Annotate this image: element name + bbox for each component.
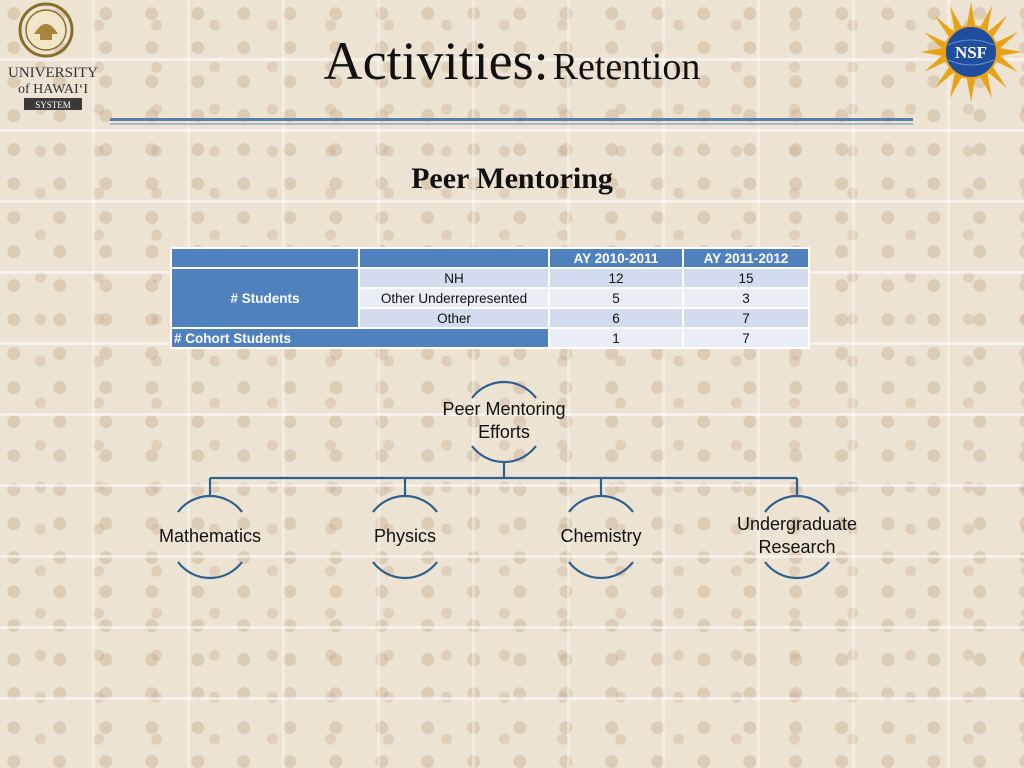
seal-icon: UNIVERSITY of HAWAI‘I SYSTEM [8,2,98,110]
chemistry-node: Chemistry [501,525,701,548]
physics-node: Physics [305,525,505,548]
root-node-label: Peer Mentoring Efforts [404,398,604,444]
physics-bottom-arc [372,561,438,580]
cell-value: 15 [682,267,810,289]
header-ay-2010-2011: AY 2010-2011 [548,247,684,269]
node-label-line-1: Undergraduate [736,514,858,534]
svg-text:UNIVERSITY: UNIVERSITY [8,65,98,81]
node-label: Chemistry [560,526,642,546]
cell-value: 5 [548,287,684,309]
cell-value: 6 [548,307,684,329]
root-top-arc [471,380,537,399]
physics-top-arc [372,494,438,513]
title-sub: Retention [552,46,701,88]
svg-text:NSF: NSF [955,43,987,62]
table-row: Other Underrepresented 5 3 [171,287,810,309]
section-heading: Peer Mentoring [411,162,613,195]
undergraduate-research-node: Undergraduate Research [697,513,897,559]
research-bottom-arc [764,561,830,580]
root-bottom-arc [471,445,537,464]
row-label: Other Underrepresented [358,287,550,309]
table-row: # Cohort Students 1 7 [170,327,810,349]
node-label: Mathematics [158,526,262,546]
chemistry-top-arc [568,494,634,513]
mathematics-bottom-arc [177,561,243,580]
table-header-row: AY 2010-2011 AY 2011-2012 [170,247,810,269]
header-cell [358,247,550,269]
title-divider-shadow [110,123,913,125]
retention-table: AY 2010-2011 AY 2011-2012 # Students NH … [170,247,810,349]
svg-text:SYSTEM: SYSTEM [35,100,71,110]
chemistry-bottom-arc [568,561,634,580]
cell-value: 1 [548,327,684,349]
title-divider [110,118,913,121]
mathematics-node: Mathematics [110,525,310,548]
university-of-hawaii-logo: UNIVERSITY of HAWAI‘I SYSTEM [0,0,110,112]
table-row: Other 6 7 [171,307,810,329]
table-row: # Students NH 12 15 [170,267,810,329]
mathematics-top-arc [177,494,243,513]
nsf-globe-icon: NSF [920,2,1022,102]
root-line-2: Efforts [478,422,530,442]
svg-text:of HAWAI‘I: of HAWAI‘I [18,82,88,97]
row-label: NH [358,267,550,289]
slide-title: Activities: Retention [0,30,1024,92]
header-cell [170,247,360,269]
cell-value: 12 [548,267,684,289]
row-label: Other [358,307,550,329]
students-group-label: # Students [170,267,360,329]
header-ay-2011-2012: AY 2011-2012 [682,247,810,269]
title-main: Activities: [323,31,549,91]
root-line-1: Peer Mentoring [442,399,566,419]
cell-value: 7 [682,327,810,349]
node-label: Physics [373,526,436,546]
cell-value: 3 [682,287,810,309]
node-label-line-2: Research [758,537,836,557]
nsf-logo: NSF [918,0,1024,104]
cohort-students-label: # Cohort Students [170,327,550,349]
research-top-arc [764,494,830,513]
cell-value: 7 [682,307,810,329]
